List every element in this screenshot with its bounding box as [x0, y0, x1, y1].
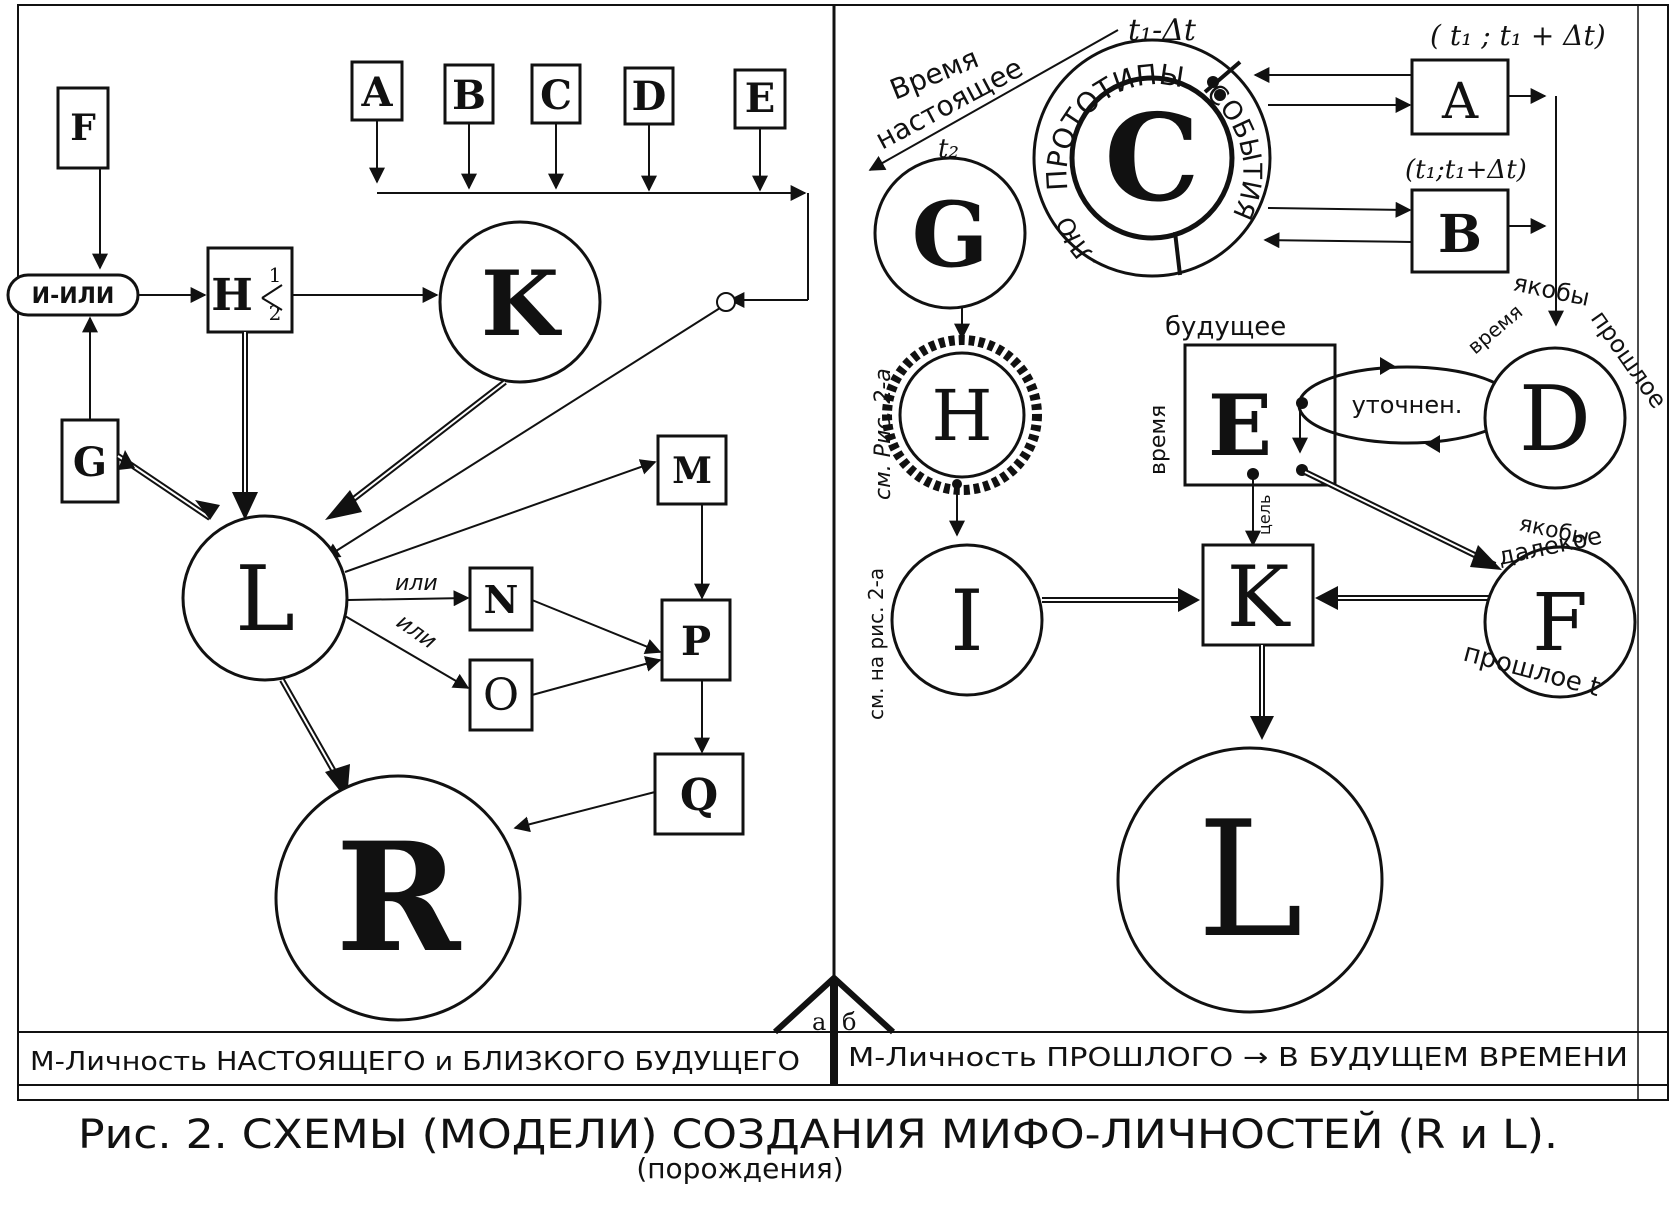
left-box-m: M — [672, 450, 712, 492]
right-box-k: K — [1227, 548, 1292, 646]
right-time-vertical: время — [1146, 405, 1171, 475]
left-box-f: F — [70, 107, 96, 149]
right-e-to-f — [1303, 469, 1502, 570]
left-circle-r-frame — [274, 774, 522, 1022]
left-box-c: C — [540, 72, 572, 119]
right-box-b-frame — [1410, 188, 1510, 274]
left-box-a: A — [360, 69, 393, 116]
right-future-label: будущее — [1165, 312, 1286, 342]
left-or-label-1: или — [395, 571, 438, 596]
right-see-fig-2a: см. Рис. 2-а — [871, 368, 896, 500]
right-circle-i-frame — [890, 543, 1044, 697]
left-box-h-frame — [206, 246, 294, 334]
right-circle-l: L — [1197, 786, 1303, 973]
right-box-e-frame — [1183, 343, 1337, 487]
right-circle-h: H — [931, 375, 992, 457]
right-circle-g-frame — [873, 156, 1027, 310]
left-circle-l: L — [235, 547, 295, 652]
right-i-to-k — [1042, 588, 1200, 612]
left-circle-r: R — [336, 810, 462, 986]
left-box-q: Q — [680, 770, 718, 821]
left-box-q-frame — [653, 752, 745, 836]
left-box-n: N — [484, 577, 519, 622]
left-box-p-frame — [660, 598, 732, 682]
corner-a-label: а — [812, 1008, 826, 1036]
left-box-f-frame — [56, 86, 110, 170]
right-goal: цель — [1255, 495, 1274, 535]
corner-b-label: б — [842, 1008, 856, 1036]
left-double-arrows — [116, 332, 507, 800]
right-circle-d-frame — [1483, 346, 1627, 490]
right-clarified: уточнен. — [1352, 391, 1463, 419]
right-circle-l-frame — [1116, 746, 1384, 1014]
figure-title: Рис. 2. СХЕМЫ (МОДЕЛИ) СОЗДАНИЯ МИФО-ЛИЧ… — [78, 1110, 1558, 1158]
right-circle-i: I — [950, 572, 983, 670]
and-or-label: И-ИЛИ — [32, 284, 115, 309]
left-top-boxes — [350, 60, 787, 130]
left-thin-arrows — [344, 459, 710, 833]
right-box-a: A — [1441, 72, 1479, 130]
left-box-h: H — [211, 270, 253, 321]
right-interval-a: ( t₁ ; t₁ + Δt) — [1430, 19, 1606, 52]
left-box-p: P — [681, 618, 711, 665]
right-see-fig-2a-b: см. на рис. 2-а — [864, 568, 888, 720]
left-box-e: E — [745, 75, 776, 122]
right-t2: t₂ — [938, 134, 959, 164]
right-box-a-frame — [1410, 58, 1510, 136]
right-d-time: время — [1463, 299, 1527, 358]
figure-subtitle: (порождения) — [636, 1152, 843, 1185]
left-box-g: G — [73, 439, 107, 486]
left-box-o: O — [483, 670, 519, 721]
right-ab-links — [1253, 67, 1564, 327]
left-circle-k: K — [481, 251, 562, 357]
right-c-inner-ring — [1069, 75, 1235, 241]
right-f-to-k — [1315, 586, 1490, 610]
footer-left-caption: М-Личность НАСТОЯЩЕГО и БЛИЗКОГО БУДУЩЕГ… — [30, 1047, 800, 1077]
right-circle-f-frame — [1483, 545, 1637, 699]
left-bus-lines — [323, 120, 809, 559]
left-box-b: B — [452, 72, 486, 119]
left-circle-k-frame — [438, 220, 602, 384]
left-h-frac-1: 1 — [269, 263, 282, 287]
left-circle-l-frame — [181, 514, 349, 682]
right-box-b: B — [1438, 204, 1482, 265]
right-box-e: E — [1208, 376, 1272, 475]
page-frame — [17, 4, 1669, 1101]
left-box-d: D — [632, 73, 667, 120]
right-box-k-frame — [1201, 543, 1315, 647]
left-box-m-frame — [656, 434, 728, 506]
right-k-to-l — [1250, 645, 1274, 740]
right-circle-h-frame — [898, 351, 1026, 479]
right-circle-c: C — [1104, 88, 1200, 229]
right-interval-b: (t₁;t₁+Δt) — [1405, 155, 1527, 185]
right-circle-d: D — [1519, 367, 1591, 472]
left-box-g-frame — [60, 418, 120, 504]
right-circle-f: F — [1532, 576, 1588, 669]
left-box-n-frame — [468, 566, 534, 632]
right-circle-g: G — [912, 182, 989, 288]
right-d-as-if: якобы — [1511, 268, 1593, 311]
footer-right-caption: М-Личность ПРОШЛОГО → В БУДУЩЕМ ВРЕМЕНИ — [848, 1043, 1628, 1073]
left-h-frac-2: 2 — [269, 301, 282, 325]
